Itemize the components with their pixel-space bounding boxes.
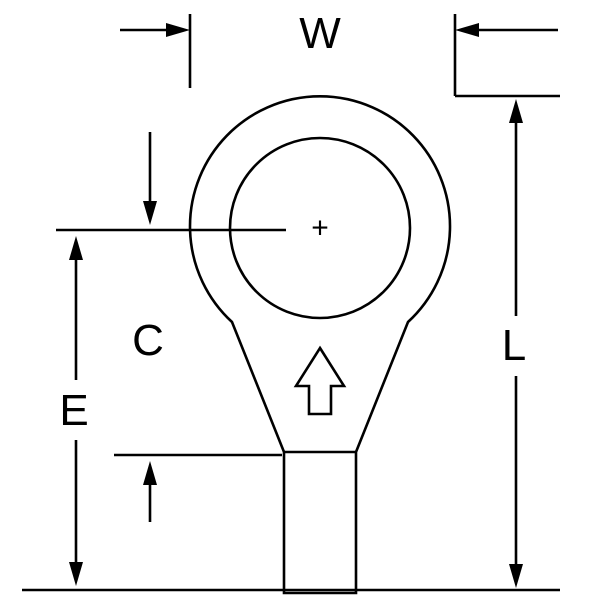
insert-direction-arrow-icon: [293, 345, 347, 416]
dim-l-top-arrowhead-icon: [509, 99, 523, 123]
dim-w-left-arrowhead-icon: [166, 23, 190, 37]
hole-center-mark: +: [311, 212, 329, 245]
dim-w-label: W: [299, 9, 341, 58]
dimension-c: C: [114, 132, 282, 522]
terminal-body: +: [188, 95, 452, 595]
dim-e-bottom-arrowhead-icon: [69, 562, 83, 586]
dim-c-label: C: [132, 316, 164, 365]
dim-w-right-arrowhead-icon: [455, 23, 479, 37]
dimension-l: L: [455, 94, 560, 588]
dim-c-down-arrowhead-icon: [143, 201, 157, 225]
dim-l-bottom-arrowhead-icon: [509, 564, 523, 588]
dim-c-up-arrowhead-icon: [143, 461, 157, 485]
dimension-e: E: [56, 228, 286, 586]
dimension-w: W: [120, 9, 558, 96]
dim-e-label: E: [59, 386, 88, 435]
dim-e-top-arrowhead-icon: [69, 236, 83, 260]
stud-hole: [228, 136, 412, 320]
dim-l-label: L: [502, 321, 526, 370]
